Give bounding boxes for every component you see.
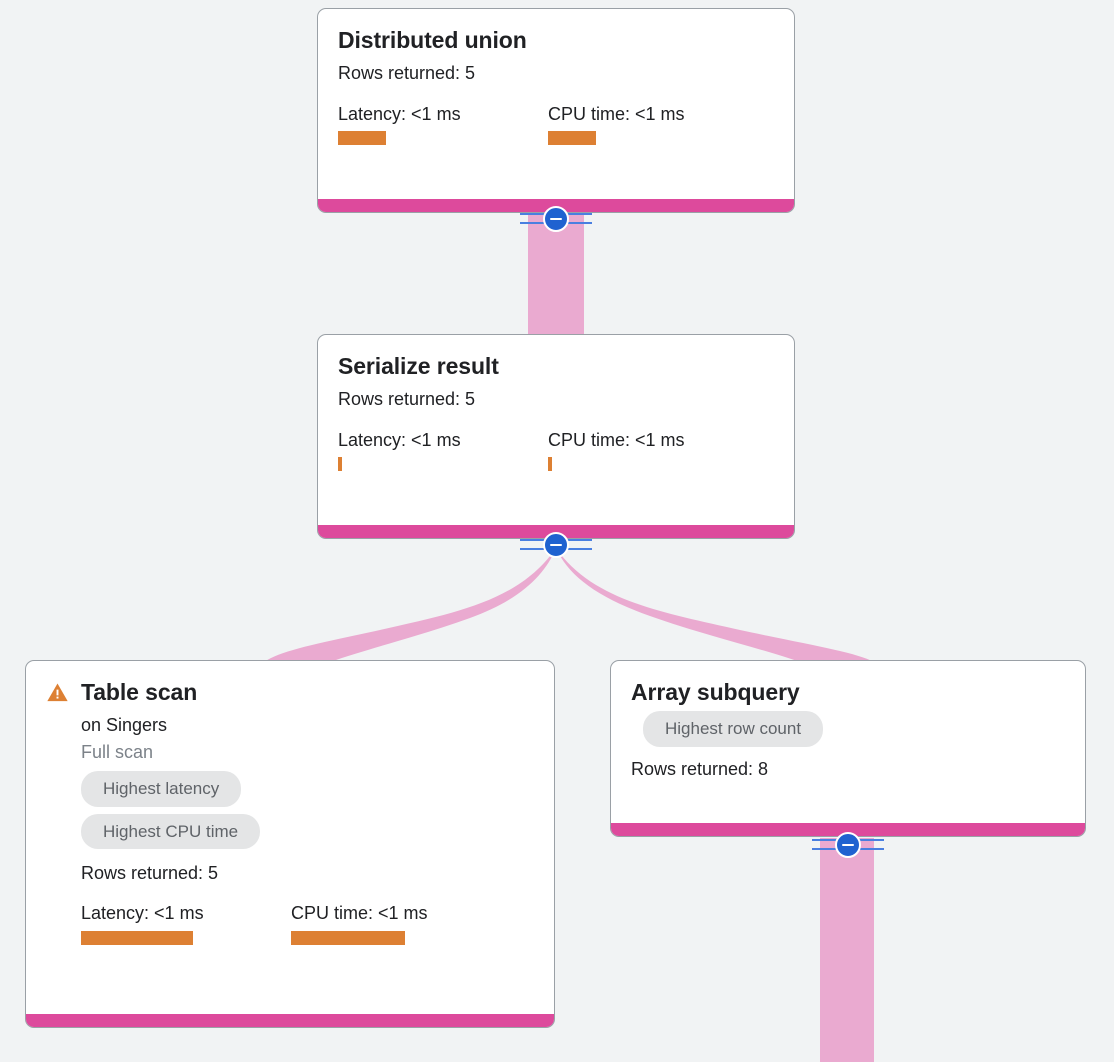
metric-cpu-time-label: CPU time: <1 ms — [548, 429, 685, 450]
chip-highest-row-count[interactable]: Highest row count — [643, 711, 824, 747]
metric-cpu-time-bar — [291, 930, 405, 945]
node-body: Distributed union Rows returned: 5 Laten… — [318, 9, 794, 199]
metric-latency: Latency: <1 ms — [338, 429, 548, 472]
rows-returned: Rows returned: 5 — [338, 63, 476, 84]
node-header: Array subquery — [631, 679, 1065, 705]
rows-returned: Rows returned: 8 — [631, 758, 769, 779]
metric-cpu-time: CPU time: <1 ms — [291, 902, 428, 945]
rows-returned: Rows returned: 5 — [81, 862, 219, 883]
node-header: Table scan — [46, 679, 534, 705]
node-table-scan[interactable]: Table scan on Singers Full scan Highest … — [25, 660, 555, 1028]
node-chips: Highest latency Highest CPU time — [81, 771, 534, 856]
metric-latency-label: Latency: <1 ms — [338, 103, 461, 124]
metrics-row: Latency: <1 ms CPU time: <1 ms — [338, 429, 774, 472]
metric-cpu-time-bar — [548, 131, 596, 146]
chip-highest-cpu-time[interactable]: Highest CPU time — [81, 813, 261, 849]
node-distributed-union[interactable]: Distributed union Rows returned: 5 Laten… — [317, 8, 795, 213]
node-header: Distributed union — [338, 27, 774, 53]
chip-highest-latency[interactable]: Highest latency — [81, 771, 242, 807]
metric-cpu-time-label: CPU time: <1 ms — [291, 903, 428, 924]
metric-latency-bar — [338, 131, 386, 146]
node-body: Serialize result Rows returned: 5 Latenc… — [318, 335, 794, 525]
minus-icon[interactable] — [835, 832, 861, 858]
chip-row: Highest row count — [643, 711, 1065, 753]
node-body: Array subquery Highest row count Rows re… — [611, 661, 1085, 823]
metric-latency-label: Latency: <1 ms — [81, 903, 204, 924]
metric-latency-label: Latency: <1 ms — [338, 429, 461, 450]
chip-row: Highest latency — [81, 771, 534, 813]
metrics-row: Latency: <1 ms CPU time: <1 ms — [338, 103, 774, 146]
metric-latency-bar — [81, 930, 193, 945]
rows-returned: Rows returned: 5 — [338, 389, 476, 410]
warning-icon — [47, 683, 68, 701]
node-title: Array subquery — [631, 679, 800, 705]
node-body: Table scan on Singers Full scan Highest … — [26, 661, 554, 1014]
minus-icon[interactable] — [543, 206, 569, 232]
metrics-row: Latency: <1 ms CPU time: <1 ms — [81, 902, 534, 945]
node-array-subquery[interactable]: Array subquery Highest row count Rows re… — [610, 660, 1086, 837]
node-scan-type: Full scan — [81, 741, 154, 762]
edge-serialize-result-to-array-subquery — [556, 548, 874, 662]
minus-icon[interactable] — [543, 532, 569, 558]
node-accent-bar — [26, 1014, 554, 1027]
node-serialize-result[interactable]: Serialize result Rows returned: 5 Latenc… — [317, 334, 795, 539]
metric-latency: Latency: <1 ms — [338, 103, 548, 146]
edge-array-subquery-to-child — [820, 838, 874, 1062]
metric-cpu-time: CPU time: <1 ms — [548, 429, 685, 472]
metric-latency-bar — [338, 457, 342, 472]
node-accent-bar — [611, 823, 1085, 836]
metric-cpu-time: CPU time: <1 ms — [548, 103, 685, 146]
toggle-array-subquery[interactable] — [812, 831, 884, 859]
node-title: Table scan — [81, 679, 198, 705]
node-title: Distributed union — [338, 27, 527, 53]
node-header: Serialize result — [338, 353, 774, 379]
node-subtitle: on Singers — [81, 715, 168, 736]
metric-latency: Latency: <1 ms — [81, 902, 291, 945]
toggle-distributed-union[interactable] — [520, 205, 592, 233]
chip-row: Highest CPU time — [81, 813, 534, 856]
toggle-serialize-result[interactable] — [520, 531, 592, 559]
metric-cpu-time-bar — [548, 457, 552, 472]
node-chips: Highest row count — [643, 711, 1065, 753]
metric-cpu-time-label: CPU time: <1 ms — [548, 103, 685, 124]
node-title: Serialize result — [338, 353, 499, 379]
edge-serialize-result-to-table-scan — [264, 548, 556, 662]
